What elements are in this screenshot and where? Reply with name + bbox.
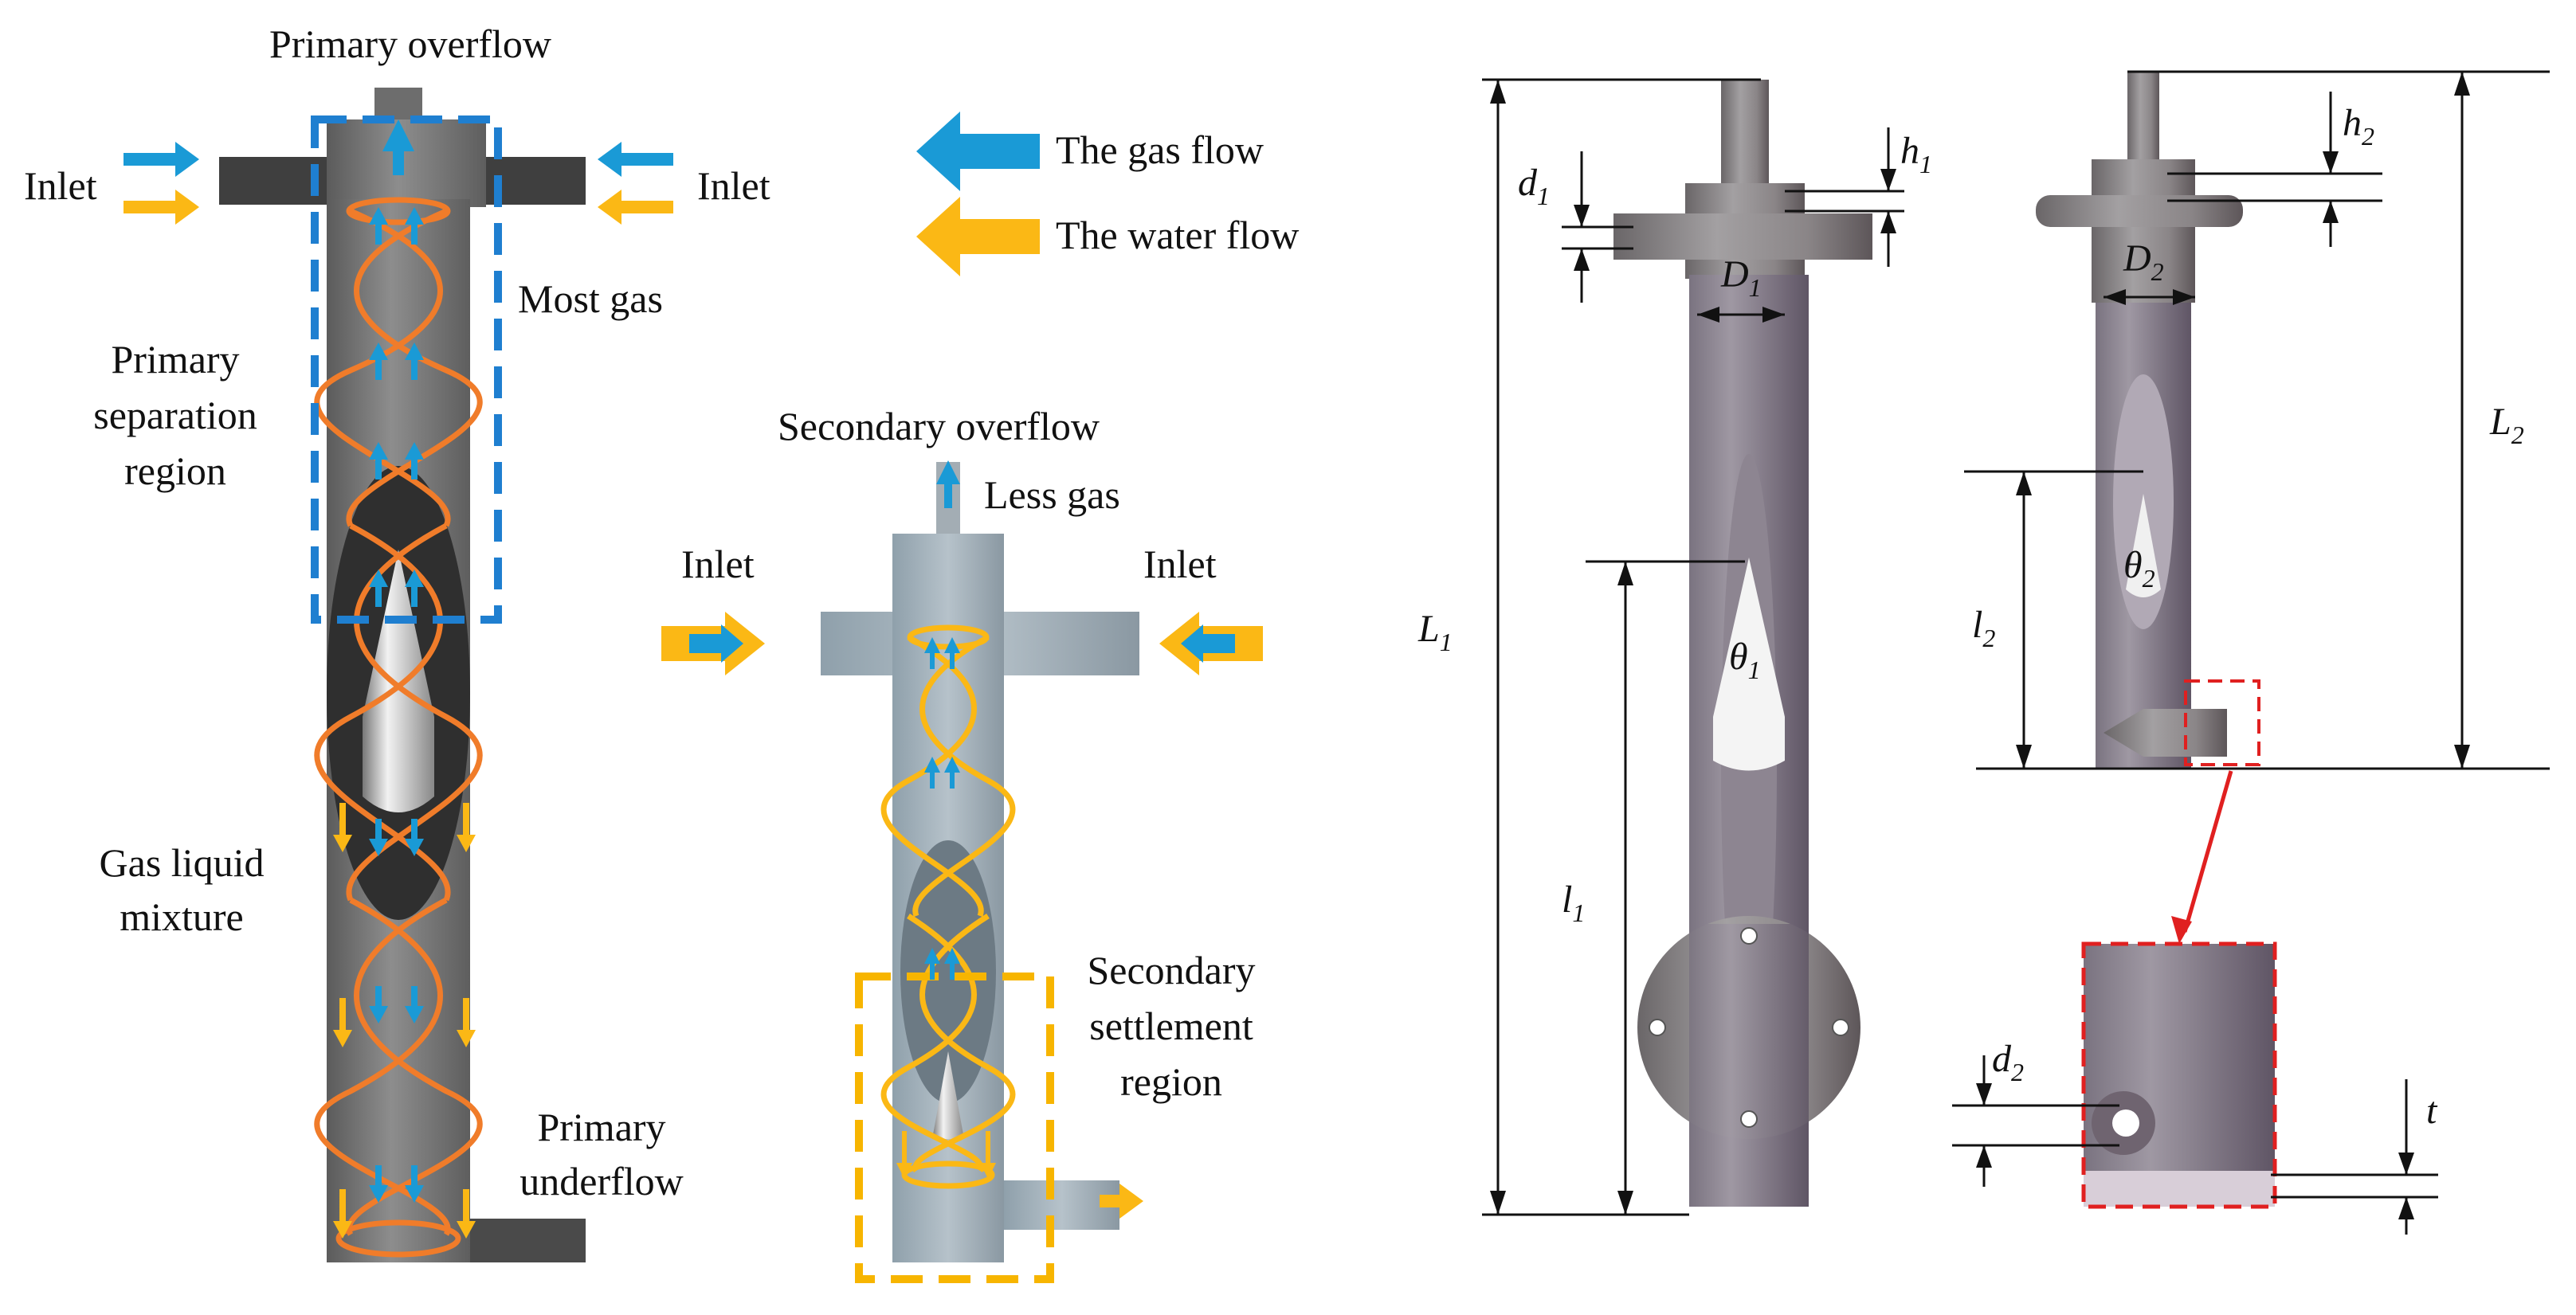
primary-spiral-top-ring: [346, 197, 451, 225]
label-secondary-overflow: Secondary overflow: [778, 404, 1100, 448]
primary-inlet-arrows: [124, 142, 673, 225]
primary-gas-arrows: [369, 119, 424, 1203]
label-gas-liquid-2: mixture: [120, 894, 244, 939]
dim2-detail-leader: [2182, 770, 2233, 933]
dim2-detail-callout-box: [2184, 679, 2260, 766]
water-flow-legend-arrow: [916, 197, 1040, 276]
secondary-spiral: [880, 634, 1016, 1172]
label-primary-overflow: Primary overflow: [269, 22, 551, 66]
dim1-inlet-pipe: [1613, 213, 1872, 260]
primary-spiral-bottom-ring: [335, 1219, 461, 1258]
label-less-gas: Less gas: [984, 472, 1120, 517]
secondary-cyclone: [661, 460, 1263, 1283]
label-most-gas: Most gas: [518, 276, 663, 321]
primary-spiral: [314, 208, 483, 1236]
label-primary-inlet-right: Inlet: [697, 163, 770, 208]
label-primary-separation-3: region: [124, 448, 226, 493]
dim-l1: l1: [1562, 879, 1585, 927]
dim1-overflow-pipe: [1721, 80, 1769, 191]
label-primary-underflow-2: underflow: [520, 1159, 684, 1203]
dim1-arrowheads: [1490, 80, 1896, 1215]
dim2-underflow-pipe: [2104, 709, 2227, 757]
dim2-dimension-lines: [1964, 70, 2550, 770]
label-primary-separation-2: separation: [93, 393, 257, 437]
dim-h2: h2: [2343, 102, 2374, 151]
dim2-inlet-pipe: [2036, 195, 2243, 227]
dim-theta2: θ2: [2123, 544, 2155, 593]
dim1-dimension-lines: [1482, 78, 1904, 1216]
primary-underflow-pipe: [470, 1219, 586, 1262]
legend: [916, 112, 1040, 276]
dim2-cone: [2126, 494, 2161, 597]
detail-view-hole: [2112, 1110, 2139, 1137]
label-primary-inlet-left: Inlet: [24, 163, 97, 208]
text-labels: Primary overflow Inlet Inlet The gas flo…: [24, 22, 1299, 1203]
primary-dimension-drawing: [1482, 78, 1904, 1216]
secondary-dimension-drawing: [1952, 70, 2550, 1235]
label-gas-liquid-1: Gas liquid: [100, 840, 265, 885]
dim-t: t: [2426, 1090, 2438, 1132]
dim-L1: L1: [1417, 608, 1453, 656]
dim2-arrowheads: [2016, 72, 2470, 769]
primary-water-arrows: [333, 803, 476, 1239]
secondary-cone: [932, 1051, 964, 1139]
primary-cyclone: [124, 88, 673, 1262]
dimension-labels: d1 h1 D1 L1 θ1 l1 h2 D2 L2 θ2 l2 d2 t: [1417, 102, 2524, 1132]
dim1-body-lower: [1689, 924, 1809, 1207]
secondary-inner-cavity: [900, 840, 996, 1103]
label-secondary-settlement-2: settlement: [1089, 1004, 1253, 1048]
dim1-flange-holes: [1649, 927, 1849, 1128]
label-primary-separation-1: Primary: [111, 337, 239, 382]
dim1-cone: [1713, 558, 1785, 771]
detail-arrowheads: [1976, 1083, 2414, 1219]
primary-separation-region-box: [311, 115, 502, 624]
dim-d1: d1: [1518, 162, 1550, 210]
label-water-flow: The water flow: [1056, 213, 1299, 257]
label-secondary-inlet-left: Inlet: [681, 542, 755, 586]
secondary-gas-arrows: [924, 460, 960, 980]
dim2-head: [2092, 159, 2195, 303]
label-primary-underflow-1: Primary: [537, 1105, 665, 1149]
dim-L2: L2: [2489, 401, 2524, 449]
dim2-detail-leader-arrow: [2171, 916, 2192, 944]
primary-head: [327, 119, 486, 207]
dim-theta1: θ1: [1729, 636, 1761, 684]
detail-view-body: [2084, 944, 2275, 1207]
secondary-water-arrows: [896, 1131, 1143, 1219]
detail-view-bottom: [2084, 1171, 2275, 1207]
label-secondary-settlement-1: Secondary: [1087, 948, 1255, 992]
primary-cone: [363, 550, 434, 812]
dim-D2: D2: [2123, 237, 2164, 286]
gas-flow-legend-arrow: [916, 112, 1040, 191]
label-gas-flow: The gas flow: [1056, 127, 1264, 172]
secondary-inlet-arrows: [661, 612, 1263, 675]
label-secondary-settlement-3: region: [1120, 1059, 1222, 1104]
dim-l2: l2: [1972, 604, 1995, 652]
dim-d2: d2: [1992, 1038, 2024, 1086]
detail-view-box: [2081, 941, 2277, 1209]
dim-D1: D1: [1720, 253, 1762, 302]
label-secondary-inlet-right: Inlet: [1143, 542, 1217, 586]
dim-h1: h1: [1900, 130, 1932, 178]
